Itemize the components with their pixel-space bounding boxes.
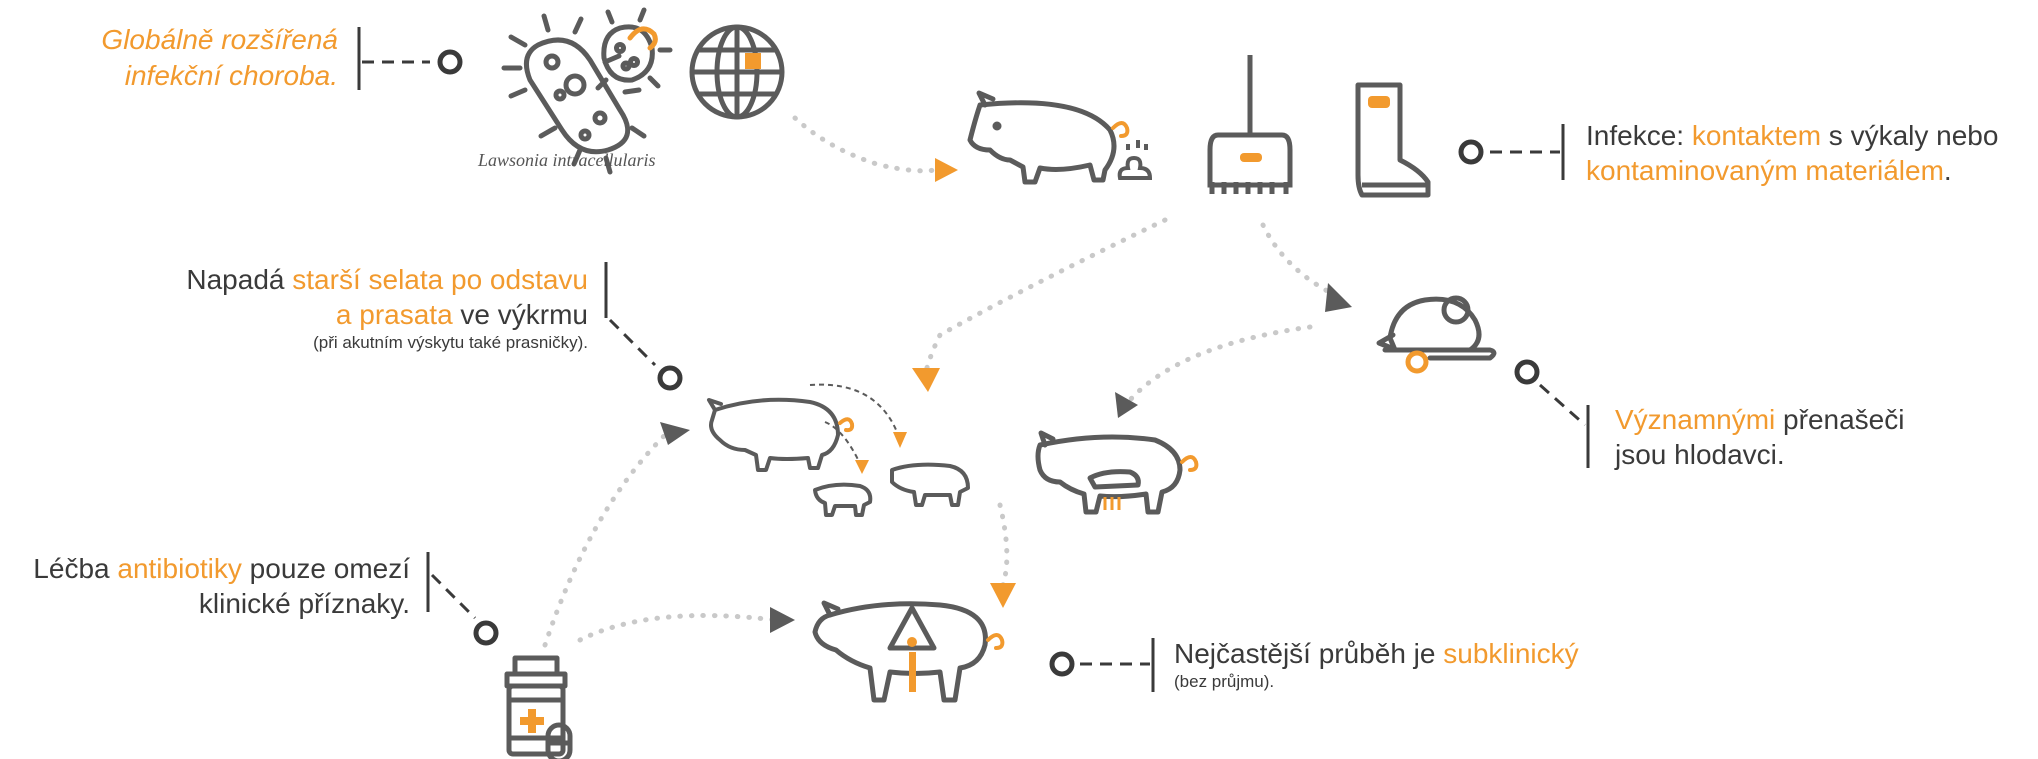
course-note: (bez průjmu).: [1174, 672, 1275, 691]
label-global-line1: Globálně rozšířená: [101, 24, 338, 55]
label-infection: Infekce: kontaktem s výkaly nebo kontami…: [1586, 118, 1998, 188]
treatment-p2: pouze omezí: [249, 553, 410, 584]
boot-icon: [1355, 82, 1431, 198]
arrowheads: [660, 158, 1352, 633]
feces-icon: [1117, 140, 1153, 180]
label-rodents-line1: Významnými přenašeči: [1615, 402, 1904, 437]
connector-rodents-diag: [1539, 383, 1586, 427]
medicine-orange-cross: [520, 709, 544, 733]
treatment-line2: klinické příznaky.: [198, 588, 410, 619]
flow-medicine-to-pig: [542, 432, 668, 648]
globe-icon: [689, 24, 785, 120]
connector-global-ring: [437, 49, 463, 75]
arrowhead-pig: [935, 158, 958, 182]
infection-end: .: [1943, 155, 1952, 186]
treatment-h1: antibiotiky: [117, 553, 242, 584]
course-h1: subklinický: [1443, 638, 1579, 669]
pig-family-arrows: [809, 383, 901, 469]
sow-icon: [1035, 430, 1183, 515]
bacteria-orange-accent: [627, 26, 658, 51]
label-course-line1: Nejčastější průběh je subklinický: [1174, 636, 1579, 671]
arrowhead-sow: [1115, 392, 1138, 418]
attacks-h2: a prasata: [335, 299, 453, 330]
pig-orange-tail: [1111, 121, 1130, 138]
flow-broom-to-family: [922, 217, 1168, 378]
label-infection-line2: kontaminovaným materiálem.: [1586, 153, 1998, 188]
flow-broom-to-mouse: [1260, 222, 1338, 298]
label-treatment: Léčba antibiotiky pouze omezí klinické p…: [0, 551, 410, 621]
sow-orange-tail: [1180, 455, 1199, 472]
attacks-h1: starší selata po odstavu: [292, 264, 588, 295]
label-global: Globálně rozšířená infekční choroba.: [20, 22, 338, 94]
arrowhead-family: [912, 368, 940, 392]
infection-material: kontaminovaným materiálem: [1586, 155, 1944, 186]
attacks-p2: ve výkrmu: [460, 299, 588, 330]
label-attacks: Napadá starší selata po odstavu a prasat…: [100, 262, 588, 354]
arrowhead-sickpig: [990, 583, 1016, 608]
mouse-icon: [1376, 295, 1497, 361]
pig-family-icon: [707, 397, 970, 517]
bacteria-icon: [501, 7, 673, 175]
label-attacks-line1: Napadá starší selata po odstavu: [100, 262, 588, 297]
connectors: [357, 27, 1590, 692]
pig-family-arrowhead-2: [855, 460, 869, 474]
label-global-line2: infekční choroba.: [124, 60, 338, 91]
sick-pig-icon: [812, 600, 988, 703]
pig-family-orange-tail: [838, 417, 855, 433]
attacks-note: (při akutním výskytu také prasničky).: [313, 333, 588, 352]
flow-mouse-to-sow: [1127, 324, 1313, 403]
rodents-line2: jsou hlodavci.: [1615, 439, 1785, 470]
broom-orange-label: [1240, 153, 1262, 162]
broom-icon: [1207, 55, 1293, 194]
label-treatment-line1: Léčba antibiotiky pouze omezí: [0, 551, 410, 586]
course-p1: Nejčastější průběh je: [1174, 638, 1436, 669]
treatment-p1: Léčba: [33, 553, 110, 584]
rodents-h1: Významnými: [1615, 404, 1776, 435]
connector-course-ring: [1049, 651, 1075, 677]
label-attacks-line2: a prasata ve výkrmu: [100, 297, 588, 332]
sick-pig-orange-tail: [986, 633, 1005, 650]
flow-family-to-sickpig: [997, 502, 1010, 588]
infection-mid: s výkaly nebo: [1828, 120, 1999, 151]
sick-pig-orange-mark: [907, 637, 917, 692]
globe-orange-region: [745, 53, 761, 69]
medicine-bottle-icon: [504, 655, 573, 759]
bacterium-species-label: Lawsonia intracellularis: [478, 150, 656, 170]
rodents-p1: přenašeči: [1783, 404, 1905, 435]
connector-treatment-diag: [430, 573, 477, 620]
label-infection-line1: Infekce: kontaktem s výkaly nebo: [1586, 118, 1998, 153]
pig-family-arrowhead-1: [893, 432, 907, 448]
arrowhead-medicine-sickpig: [770, 607, 795, 633]
boot-orange-band: [1368, 96, 1390, 108]
flow-globe-to-pig: [792, 115, 938, 174]
connector-attacks-diag: [608, 318, 657, 367]
label-rodents: Významnými přenašeči jsou hlodavci.: [1615, 402, 1904, 472]
connector-infection-ring: [1458, 139, 1484, 165]
pig-icon: [967, 90, 1117, 185]
connector-rodents-ring: [1514, 359, 1540, 385]
mouse-orange-ring: [1405, 350, 1429, 374]
flow-medicine-to-sickpig: [577, 613, 778, 643]
infection-kontaktem: kontaktem: [1691, 120, 1822, 151]
attacks-p1: Napadá: [186, 264, 285, 295]
connector-attacks-ring: [657, 365, 683, 391]
sow-orange-udder: [1103, 497, 1121, 510]
arrowhead-mouse: [1325, 283, 1352, 312]
label-course: Nejčastější průběh je subklinický (bez p…: [1174, 636, 1579, 693]
arrowhead-medicine-pig: [660, 422, 690, 445]
infection-prefix: Infekce:: [1586, 120, 1685, 151]
connector-treatment-ring: [473, 620, 499, 646]
